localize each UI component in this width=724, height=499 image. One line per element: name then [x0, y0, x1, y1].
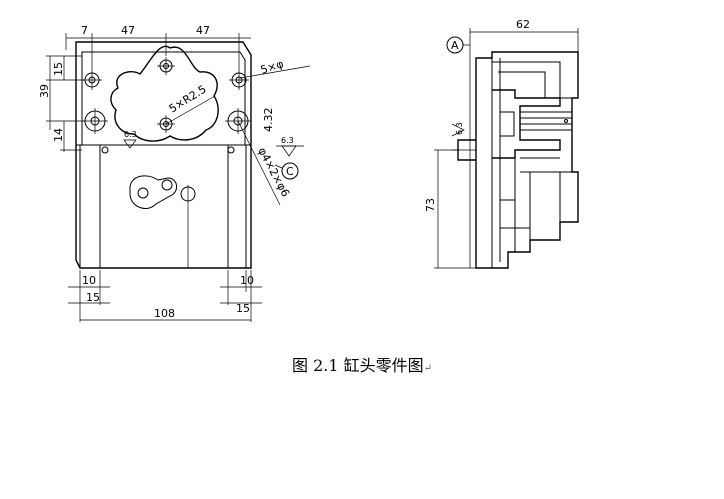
figure-caption: 图 2.1 缸头零件图↵: [0, 352, 724, 376]
rough-right-symbol: [281, 145, 297, 157]
side-outline: [475, 51, 579, 269]
paragraph-mark: ↵: [423, 363, 432, 374]
rough-left-value: 6.3: [124, 130, 137, 139]
side-view: 62 A 6.3 73: [424, 18, 579, 269]
side-port: [492, 89, 561, 159]
dim-14: 14: [52, 128, 65, 142]
cam-feature: [129, 175, 177, 209]
note-radius: 5×R2.5: [167, 83, 209, 116]
side-port-inner: [500, 111, 515, 137]
cam-hole-center: [161, 179, 173, 191]
note-holes: 5×φ: [259, 57, 285, 77]
datum-c-circle: [281, 162, 299, 180]
dim-10-left: 10: [82, 274, 96, 287]
side-top-rib-inner: [498, 71, 546, 98]
dim-15-left: 15: [86, 291, 100, 304]
central-boss: [110, 45, 219, 142]
side-rough-symbol: [451, 123, 465, 137]
leader-thread: [237, 120, 281, 206]
side-rough-value: 6.3: [455, 122, 464, 135]
dim-108: 108: [154, 307, 175, 320]
front-view: 7 47 47 15 39 14 5×φ 5×R2.5 4.32 φ4×2×φ6…: [38, 24, 311, 322]
dim-15-right: 15: [236, 302, 250, 315]
side-top-rib: [492, 61, 561, 98]
dim-7: 7: [81, 24, 88, 37]
datum-c: C: [286, 165, 294, 178]
pin-hole-left: [101, 146, 109, 154]
leader-radius: [165, 95, 216, 125]
dim-15: 15: [52, 62, 65, 76]
mounting-hole-top-left: [82, 70, 102, 90]
mounting-hole-top-right: [229, 70, 249, 90]
dim-73: 73: [424, 198, 437, 212]
side-lower-ribs: [500, 199, 530, 229]
dim-10-right: 10: [240, 274, 254, 287]
dim-4-32: 4.32: [262, 108, 275, 133]
datum-a: A: [451, 39, 459, 52]
front-outline: [75, 41, 252, 269]
dim-39: 39: [38, 84, 51, 98]
caption-text: 图 2.1 缸头零件图: [291, 356, 424, 375]
dim-47-left: 47: [121, 24, 135, 37]
cam-hole-left: [137, 187, 149, 199]
mounting-hole-top-center: [157, 57, 175, 75]
leader-holes: [239, 65, 311, 79]
rough-right-value: 6.3: [281, 136, 294, 145]
dim-47-right: 47: [196, 24, 210, 37]
front-inner-frame: [81, 51, 246, 146]
dim-62: 62: [516, 18, 530, 31]
mounting-hole-mid-left: [82, 108, 108, 134]
pin-hole-right: [227, 146, 235, 154]
rough-left-symbol: [123, 139, 137, 149]
